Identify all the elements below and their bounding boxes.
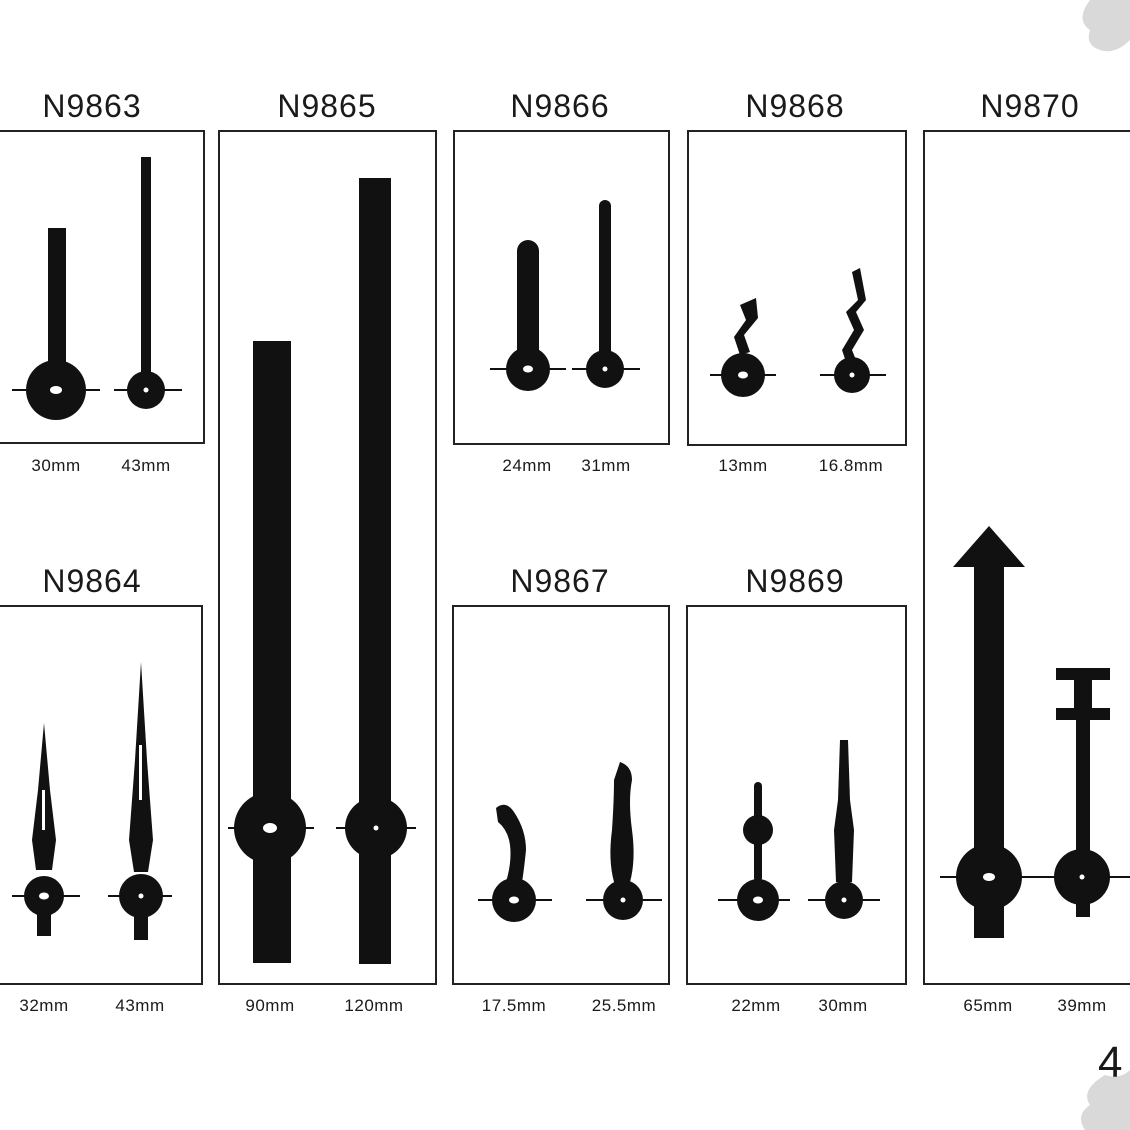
model-title-n9866: N9866 [510, 88, 610, 124]
product-box-n9864 [0, 605, 203, 985]
product-box-n9868 [687, 130, 907, 446]
clock-hand-arrow [940, 526, 1130, 938]
clock-hand-serpentine [478, 762, 662, 922]
size-label: 120mm [344, 996, 404, 1015]
size-label: 90mm [245, 996, 295, 1015]
model-title-n9864: N9864 [42, 563, 142, 599]
clock-hand-ball [718, 740, 880, 921]
clock-hand-long [228, 178, 416, 964]
corner-decoration-bottom-right [1081, 1070, 1130, 1130]
size-label: 32mm [19, 996, 69, 1015]
size-label: 25.5mm [591, 996, 657, 1015]
size-label: 65mm [963, 996, 1013, 1015]
size-label: 17.5mm [481, 996, 547, 1015]
product-box-n9867 [452, 605, 670, 985]
corner-decoration-top-right [1082, 0, 1130, 52]
size-label: 30mm [31, 456, 81, 475]
product-box-n9870 [923, 130, 1130, 985]
product-box-n9866 [453, 130, 670, 445]
clock-hand-rounded [490, 200, 640, 391]
page-number: 4 [1098, 1038, 1123, 1087]
model-title-n9863: N9863 [42, 88, 142, 124]
model-title-n9867: N9867 [510, 563, 610, 599]
product-box-n9869 [686, 605, 907, 985]
product-box-n9865 [218, 130, 437, 985]
size-label: 31mm [581, 456, 631, 475]
size-label: 16.8mm [818, 456, 884, 475]
model-title-n9865: N9865 [277, 88, 377, 124]
size-label: 39mm [1057, 996, 1107, 1015]
clock-hand-hour [12, 157, 182, 420]
size-label: 24mm [502, 456, 552, 475]
model-title-n9869: N9869 [745, 563, 845, 599]
product-box-n9863 [0, 130, 205, 444]
model-title-n9870: N9870 [980, 88, 1080, 124]
size-label: 30mm [818, 996, 868, 1015]
clock-hand-zigzag [710, 268, 886, 397]
size-label: 22mm [731, 996, 781, 1015]
size-label: 13mm [718, 456, 768, 475]
model-title-n9868: N9868 [745, 88, 845, 124]
size-label: 43mm [115, 996, 165, 1015]
clock-hand-spade [12, 662, 172, 940]
size-label: 43mm [121, 456, 171, 475]
